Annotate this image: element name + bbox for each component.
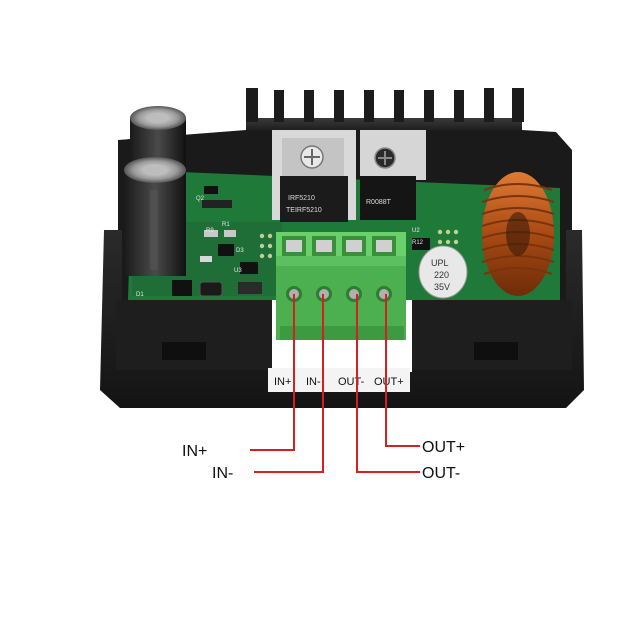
silk-d3: D3 — [236, 248, 244, 254]
capacitor-upl: UPL 220 35V — [418, 245, 468, 299]
pin-label-in-plus: IN+ — [182, 443, 207, 460]
mosfet-left-label: IRF5210 — [288, 195, 315, 202]
inductor-coil — [481, 172, 555, 296]
cap-brand: UPL — [431, 258, 449, 268]
strip-label-in-plus: IN+ — [274, 376, 291, 388]
wire-out-minus — [356, 294, 420, 473]
silk-u2: U2 — [412, 228, 420, 234]
silk-d1: D1 — [136, 292, 144, 298]
pin-label-out-plus: OUT+ — [422, 439, 465, 456]
pcb-vias — [259, 229, 459, 259]
mosfet-left: IRF5210 TEIRF5210 — [272, 130, 356, 222]
pin-wires — [250, 294, 420, 473]
smd-components — [172, 186, 430, 297]
silk-r12: R12 — [412, 240, 424, 246]
pin-label-out-minus: OUT- — [422, 465, 460, 482]
wire-in-plus — [250, 294, 295, 451]
cap-value: 220 — [434, 270, 449, 280]
capacitor-front — [124, 157, 186, 276]
strip-label-in-minus: IN- — [306, 376, 321, 388]
wire-in-minus — [254, 294, 324, 473]
cap-voltage: 35V — [434, 282, 450, 292]
strip-label-out-minus: OUT- — [338, 376, 365, 388]
wire-out-plus — [385, 294, 420, 447]
silk-u3: U3 — [234, 268, 242, 274]
mosfet-left-sublabel: TEIRF5210 — [286, 207, 322, 214]
silk-q2: Q2 — [196, 196, 205, 202]
silk-r1: R1 — [222, 222, 230, 228]
pin-label-in-minus: IN- — [212, 465, 233, 482]
strip-label-out-plus: OUT+ — [374, 376, 404, 388]
mosfet-right-label: R0088T — [366, 199, 392, 206]
mosfet-right: R0088T — [360, 130, 426, 220]
silk-r9: R9 — [206, 228, 214, 234]
heatsink — [246, 88, 524, 136]
